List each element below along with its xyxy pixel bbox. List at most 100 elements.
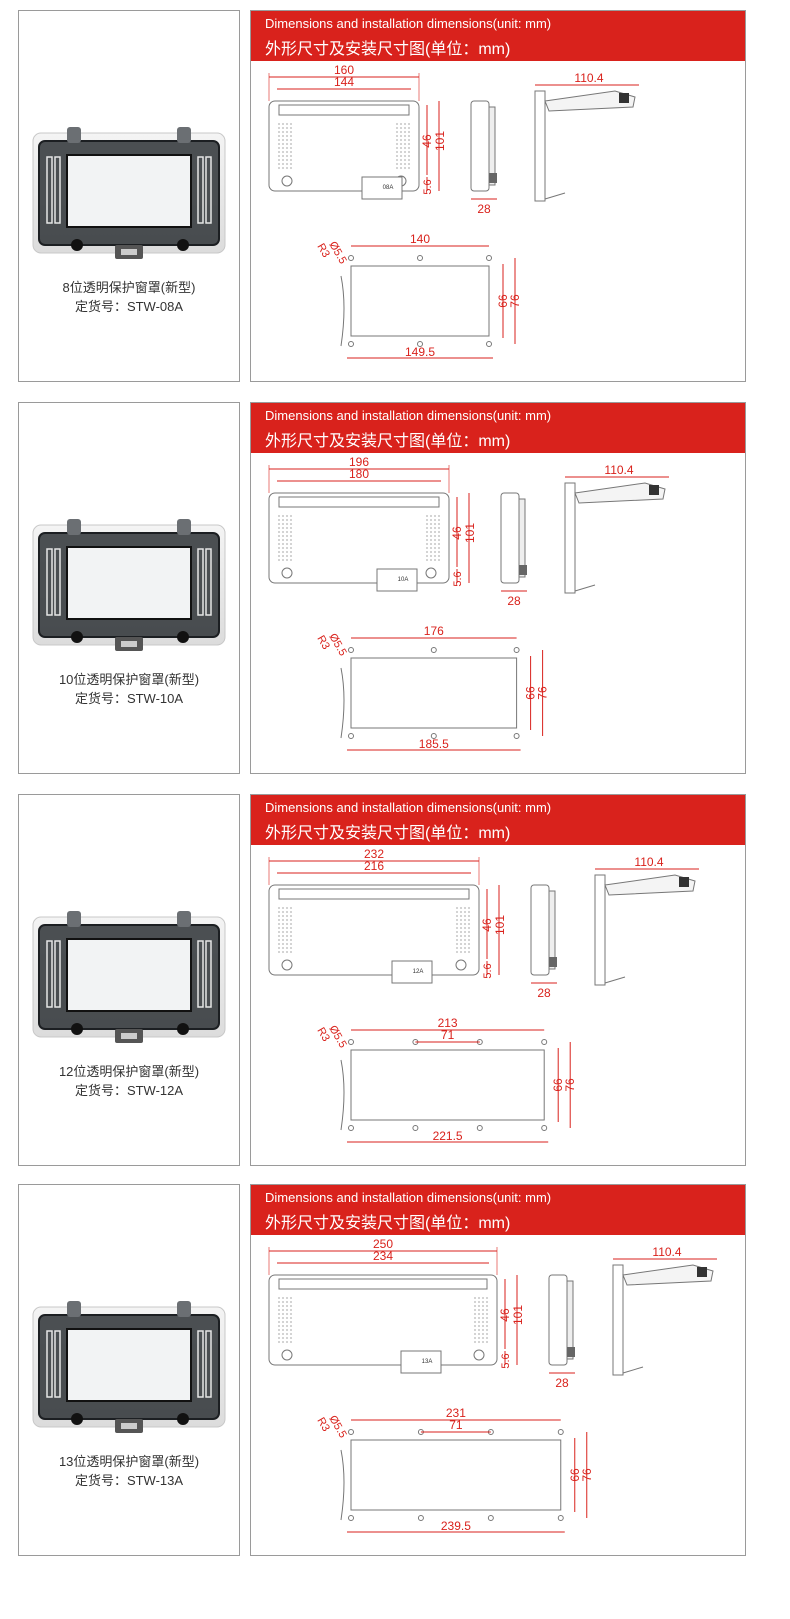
dim-cut-span: 213 (438, 1016, 458, 1030)
dim-depth: 28 (537, 986, 551, 1000)
dim-overall-width: 160 (334, 63, 354, 77)
dim-h101: 101 (511, 1305, 525, 1325)
dim-h46: 46 (450, 526, 464, 540)
product-photo (32, 1301, 226, 1433)
dimension-panel: Dimensions and installation dimensions(u… (250, 794, 746, 1166)
side-view: 28 (530, 884, 557, 1000)
section-banner: Dimensions and installation dimensions(u… (251, 11, 745, 61)
open-cover (604, 874, 696, 896)
side-view: 28 (548, 1274, 575, 1390)
section-title-cn: 外形尺寸及安装尺寸图(单位：mm) (265, 41, 511, 58)
dim-cut-h66: 66 (568, 1468, 582, 1482)
section-title-en: Dimensions and installation dimensions(u… (265, 16, 552, 31)
dim-cut-h66: 66 (496, 294, 510, 308)
side-view: 28 (470, 100, 497, 216)
dim-h46: 46 (480, 918, 494, 932)
section-title-en: Dimensions and installation dimensions(u… (265, 1190, 552, 1205)
product-photo (32, 911, 226, 1043)
dim-inner-width: 234 (373, 1249, 393, 1263)
product-name: 8位透明保护窗罩(新型) (62, 280, 196, 295)
dim-cut-h66: 66 (524, 686, 538, 700)
dimension-panel: Dimensions and installation dimensions(u… (250, 1184, 746, 1556)
dim-side-width: 110.4 (574, 71, 603, 85)
dim-cut-span2: 71 (449, 1418, 463, 1432)
dim-cut-span: 140 (410, 232, 430, 246)
dim-cut-h76: 76 (563, 1078, 577, 1092)
screw-right (473, 1349, 485, 1361)
cutout-rect (350, 1049, 545, 1121)
dim-side-width: 110.4 (604, 463, 633, 477)
open-view: 110.4 (534, 71, 639, 202)
product-row: 10位透明保护窗罩(新型) 定货号：STW-10A Dimensions and… (0, 392, 790, 774)
section-title-cn: 外形尺寸及安装尺寸图(单位：mm) (265, 825, 511, 842)
product-name: 12位透明保护窗罩(新型) (58, 1064, 200, 1079)
dim-h101: 101 (493, 915, 507, 935)
cutout-rect (350, 265, 490, 337)
dim-depth: 28 (507, 594, 521, 608)
front-top-rail (278, 496, 440, 508)
model-label: 12A (413, 969, 424, 975)
dim-depth: 28 (477, 202, 491, 216)
screw-right (425, 567, 437, 579)
section-title-en: Dimensions and installation dimensions(u… (265, 800, 552, 815)
latch (376, 568, 418, 592)
dim-h5-6: 5.6 (500, 1353, 512, 1368)
front-top-rail (278, 888, 470, 900)
product-photo (32, 519, 226, 651)
dim-cut-total: 221.5 (433, 1129, 463, 1143)
dim-inner-width: 144 (334, 75, 354, 89)
section-title-en: Dimensions and installation dimensions(u… (265, 408, 552, 423)
dim-h46: 46 (420, 134, 434, 148)
product-photo-panel: 8位透明保护窗罩(新型) 定货号：STW-08A (18, 10, 240, 382)
dim-cut-span: 231 (446, 1406, 466, 1420)
front-outline (268, 1274, 498, 1366)
product-photo-panel: 10位透明保护窗罩(新型) 定货号：STW-10A (18, 402, 240, 774)
side-view: 28 (500, 492, 527, 608)
order-number: 定货号：STW-13A (74, 1473, 184, 1488)
latch (400, 1350, 442, 1374)
dim-h101: 101 (463, 523, 477, 543)
dim-cut-span2: 71 (441, 1028, 455, 1042)
product-photo-panel: 12位透明保护窗罩(新型) 定货号：STW-12A (18, 794, 240, 1166)
dim-h46: 46 (498, 1308, 512, 1322)
dim-cut-h66: 66 (551, 1078, 565, 1092)
front-outline (268, 100, 420, 192)
product-name: 13位透明保护窗罩(新型) (58, 1454, 200, 1469)
section-banner: Dimensions and installation dimensions(u… (251, 403, 745, 453)
side-outline (470, 100, 490, 192)
product-photo (32, 127, 226, 259)
front-outline (268, 492, 450, 584)
model-label: 13A (422, 1359, 433, 1365)
latch (361, 176, 403, 200)
screw-left (281, 959, 293, 971)
dim-cut-span: 176 (424, 624, 444, 638)
dim-h5-6: 5.6 (482, 963, 494, 978)
product-row: 13位透明保护窗罩(新型) 定货号：STW-13A Dimensions and… (0, 1174, 790, 1556)
product-name: 10位透明保护窗罩(新型) (58, 672, 200, 687)
screw-right (455, 959, 467, 971)
product-photo-panel: 13位透明保护窗罩(新型) 定货号：STW-13A (18, 1184, 240, 1556)
latch (391, 960, 433, 984)
side-outline (530, 884, 550, 976)
dim-cut-total: 239.5 (441, 1519, 471, 1533)
side-outline (500, 492, 520, 584)
dim-side-width: 110.4 (634, 855, 663, 869)
order-number: 定货号：STW-08A (74, 299, 184, 314)
model-label: 08A (383, 185, 394, 191)
dim-side-width: 110.4 (652, 1245, 681, 1259)
screw-left (281, 1349, 293, 1361)
model-label: 10A (398, 577, 409, 583)
dim-cut-total: 149.5 (405, 345, 435, 359)
order-number: 定货号：STW-10A (74, 691, 184, 706)
